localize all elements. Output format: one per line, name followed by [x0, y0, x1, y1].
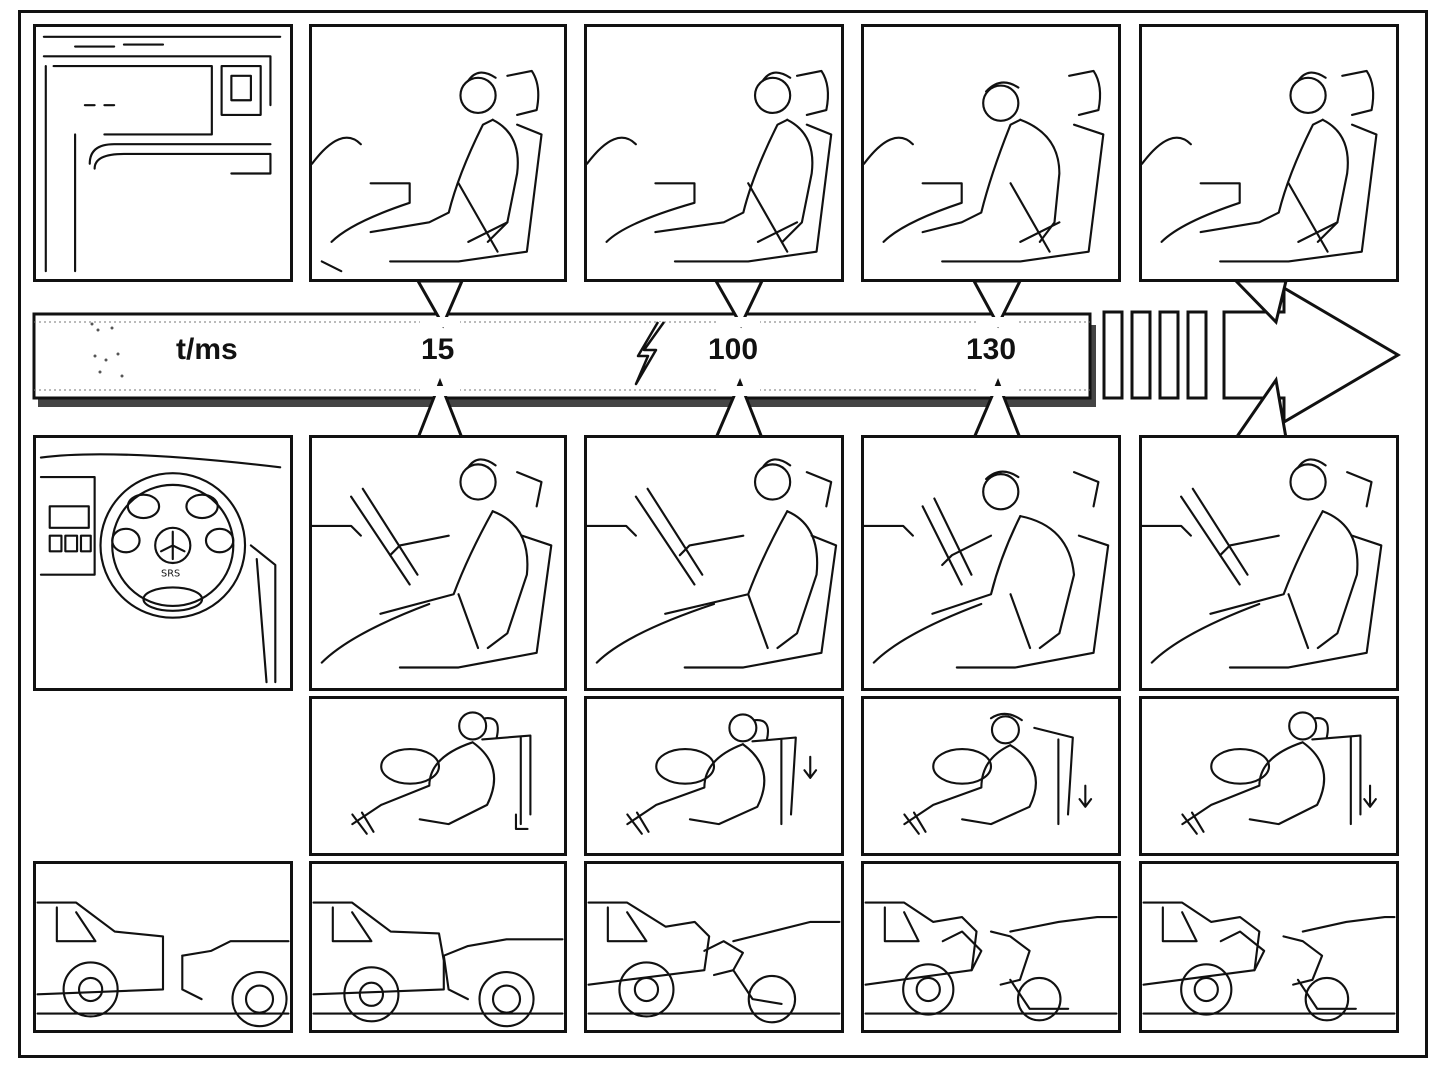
tensioner-frame-100ms — [584, 696, 844, 856]
timeline-unit-label: t/ms — [176, 333, 238, 366]
driver-frame-final — [1139, 435, 1399, 691]
timeline-marker-130: 130 — [966, 333, 1017, 366]
timeline-marker-100: 100 — [708, 333, 759, 366]
passenger-frame-final — [1139, 24, 1399, 282]
timeline-marker-15: 15 — [421, 333, 455, 366]
tensioner-frame-15ms — [309, 696, 567, 856]
dashboard-driver-panel: SRS — [33, 435, 293, 691]
driver-frame-100ms — [584, 435, 844, 691]
passenger-frame-130ms — [861, 24, 1121, 282]
driver-frame-15ms — [309, 435, 567, 691]
collision-frame-initial — [33, 861, 293, 1033]
tensioner-frame-130ms — [861, 696, 1121, 856]
collision-frame-final — [1139, 861, 1399, 1033]
dashboard-passenger-panel — [33, 24, 293, 282]
lightning-bolt-icon — [634, 321, 666, 386]
diagram-frame — [18, 10, 1428, 1058]
driver-frame-130ms — [861, 435, 1121, 691]
collision-frame-15ms — [309, 861, 567, 1033]
passenger-frame-15ms — [309, 24, 567, 282]
collision-frame-100ms — [584, 861, 844, 1033]
collision-frame-130ms — [861, 861, 1121, 1033]
tensioner-frame-final — [1139, 696, 1399, 856]
svg-text:SRS: SRS — [161, 569, 180, 580]
passenger-frame-100ms — [584, 24, 844, 282]
